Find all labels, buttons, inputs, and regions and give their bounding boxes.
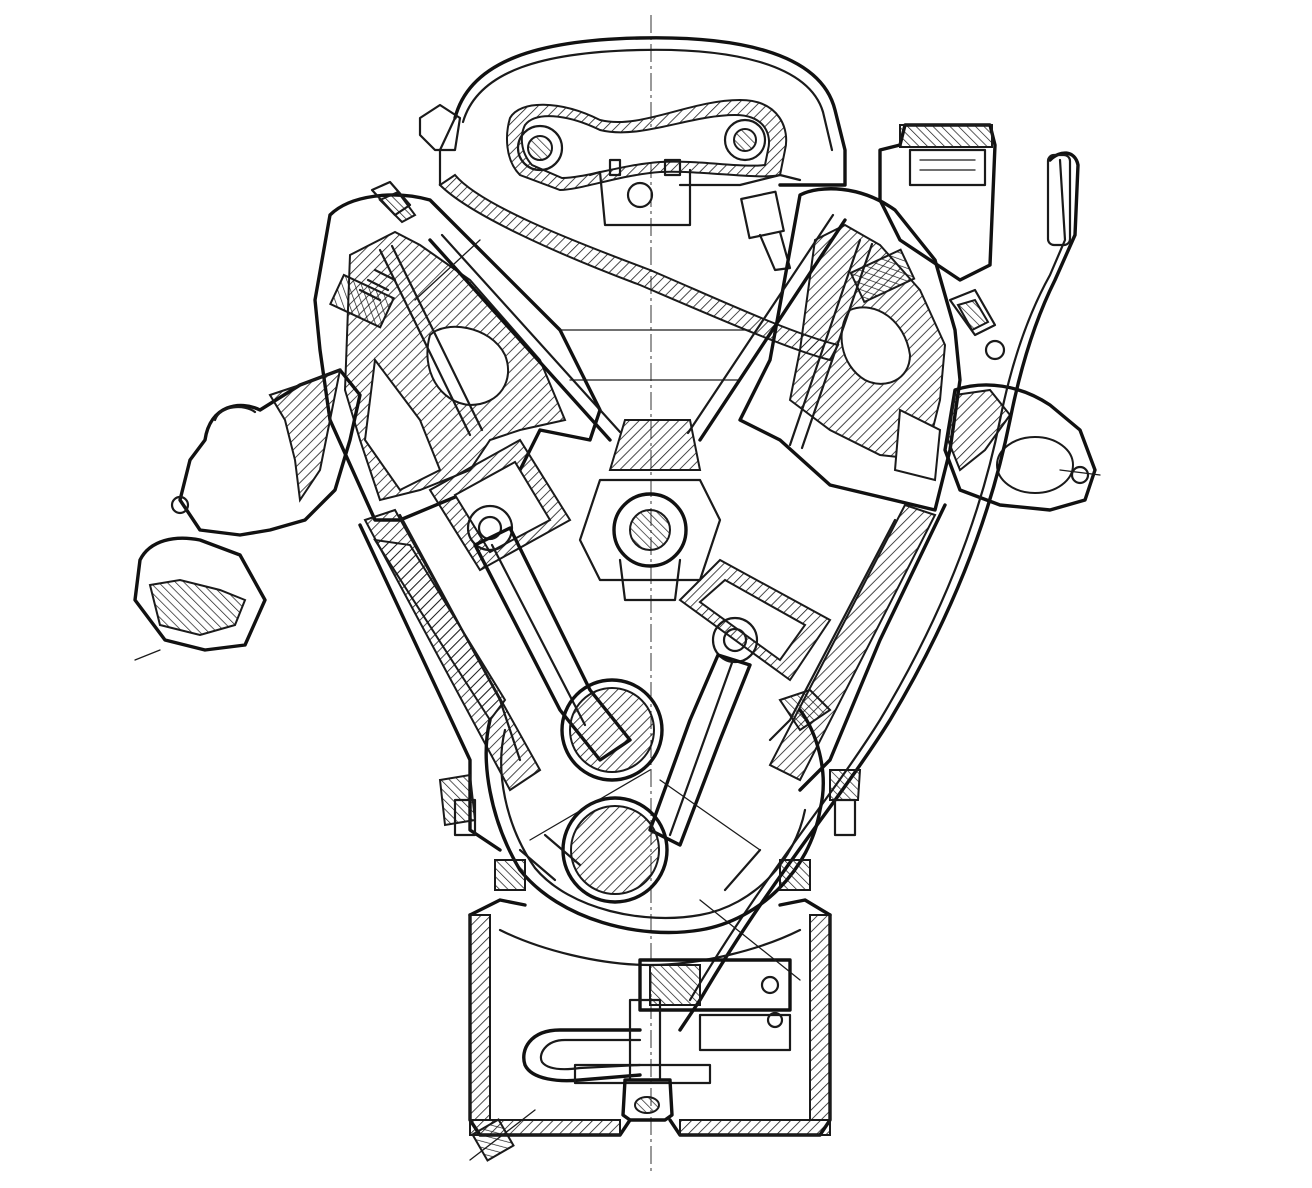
oil-pickup-tube [522,1028,712,1085]
left-pushrod [428,238,612,442]
camshaft [578,419,722,602]
main-bearing-bolts [494,833,811,892]
dipstick [678,151,1080,1032]
left-piston [428,438,572,572]
right-exhaust-manifold [943,383,1101,512]
right-piston [678,558,832,682]
cylinder-head-cover-top [418,36,847,187]
crankshaft-upper-journal [560,678,664,782]
intake-manifold [506,98,802,272]
oil-filler-cap [878,123,997,282]
crankshaft-lower-journal [561,796,669,904]
right-cylinder-bank [768,503,947,792]
valve-right [788,238,916,450]
drain-plug [621,1078,674,1122]
left-cylinder-bank [358,508,542,852]
oil-pan [468,898,832,1137]
right-connecting-rod [648,653,752,847]
spark-plug-left [370,180,417,224]
spark-plug-right [948,288,1006,361]
oil-pump [628,958,792,1082]
left-exhaust-manifold [133,368,362,661]
oil-pan-bolt [469,1109,536,1162]
crankcase [438,708,862,935]
right-pushrod [698,218,847,442]
right-cylinder-head [738,187,962,512]
valve-left [329,244,484,437]
